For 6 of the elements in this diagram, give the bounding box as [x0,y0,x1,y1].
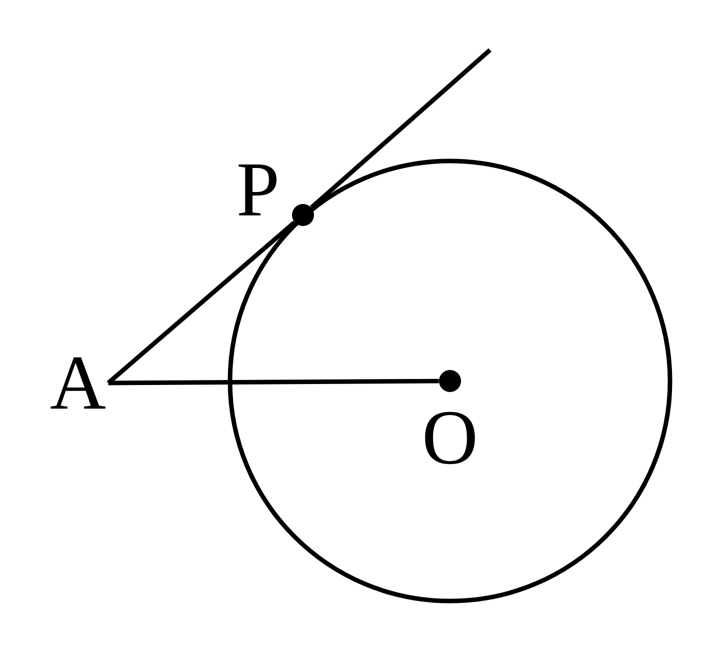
line-segment [106,220,296,385]
line-segment [310,48,492,210]
line-segment [108,378,439,386]
point-label: O [425,412,475,464]
point-label: A [50,357,106,409]
point-label: P [238,164,276,216]
